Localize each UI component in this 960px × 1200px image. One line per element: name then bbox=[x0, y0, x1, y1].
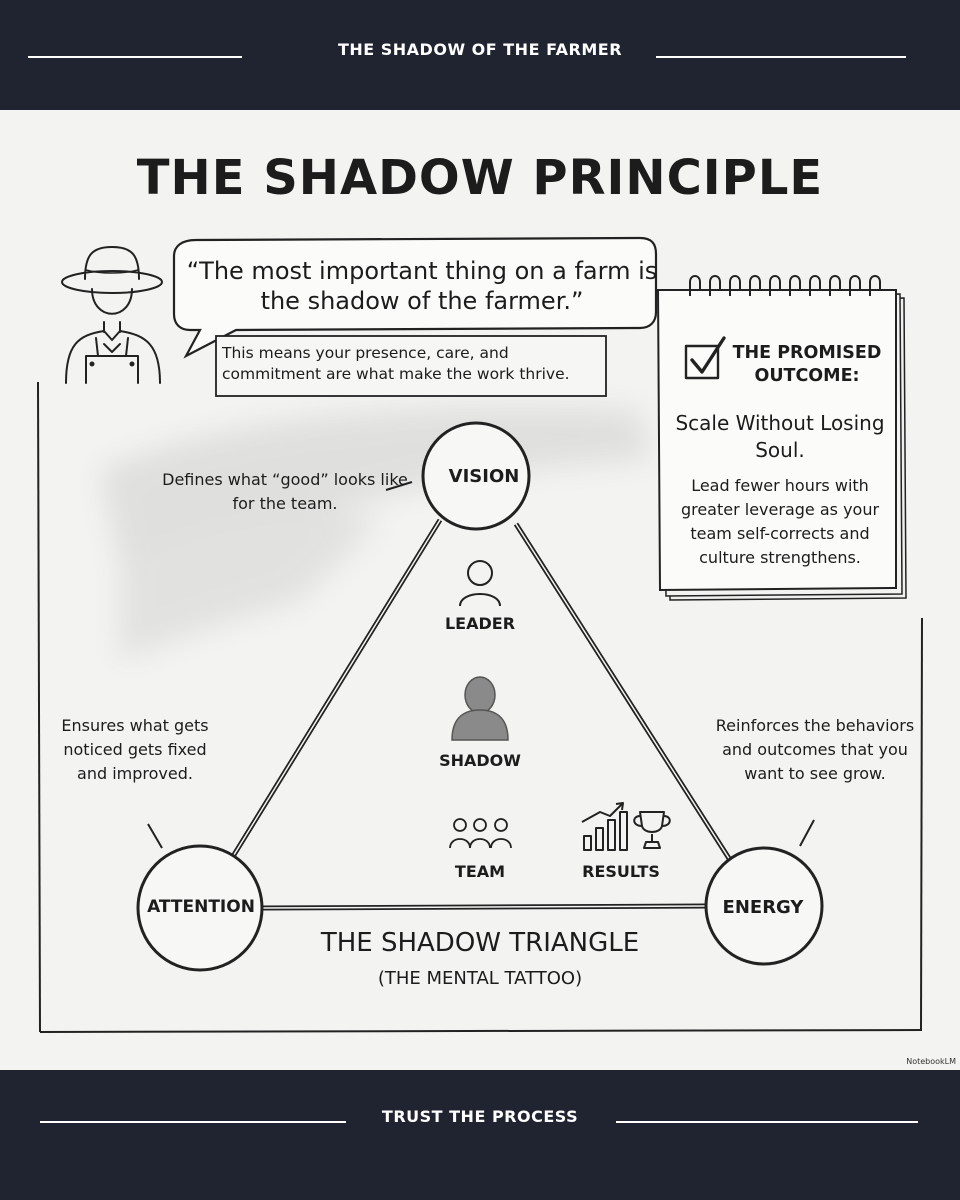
quote-note: This means your presence, care, and comm… bbox=[222, 344, 570, 383]
leader-label: LEADER bbox=[444, 614, 516, 633]
spiral-ring bbox=[809, 275, 821, 296]
spiral-ring bbox=[849, 275, 861, 296]
outcome-detail: Lead fewer hours with greater leverage a… bbox=[680, 476, 880, 567]
results-label: RESULTS bbox=[582, 862, 660, 881]
footer-band bbox=[0, 1070, 960, 1200]
credit-mark: NotebookLM bbox=[906, 1057, 956, 1066]
shadow-person-icon bbox=[451, 676, 509, 741]
energy-note: Reinforces the behaviors and outcomes th… bbox=[715, 716, 915, 783]
quote-note-box bbox=[215, 335, 607, 397]
attention-note: Ensures what gets noticed gets fixed and… bbox=[61, 716, 209, 783]
quote-bubble bbox=[172, 236, 658, 359]
spiral-ring bbox=[789, 275, 801, 296]
quote-text: “The most important thing on a farm is t… bbox=[186, 257, 658, 315]
spiral-ring bbox=[729, 275, 741, 296]
outcome-main: Scale Without Losing Soul. bbox=[675, 411, 885, 462]
results-chart-trophy-icon bbox=[581, 802, 671, 851]
spiral-ring bbox=[769, 275, 781, 296]
vision-note: Defines what “good” looks like for the t… bbox=[162, 470, 408, 513]
footer-title: TRUST THE PROCESS bbox=[381, 1107, 579, 1126]
shadow-label: SHADOW bbox=[439, 751, 521, 770]
attention-node bbox=[136, 844, 264, 972]
footer-rule-left bbox=[40, 1121, 346, 1123]
notebook-spiral-icon bbox=[689, 275, 881, 296]
page-title: THE SHADOW PRINCIPLE bbox=[136, 150, 824, 206]
checkbox-check-icon bbox=[684, 336, 726, 380]
header-title: THE SHADOW OF THE FARMER bbox=[337, 40, 623, 59]
spiral-ring bbox=[829, 275, 841, 296]
team-icon bbox=[449, 818, 512, 849]
farmer-icon bbox=[61, 246, 163, 384]
spiral-ring bbox=[749, 275, 761, 296]
spiral-ring bbox=[709, 275, 721, 296]
team-label: TEAM bbox=[454, 862, 506, 881]
node-circles bbox=[136, 421, 824, 972]
vision-label: VISION bbox=[448, 466, 520, 487]
frame-lines bbox=[37, 381, 923, 1033]
header-band bbox=[0, 0, 960, 110]
vision-node bbox=[421, 421, 531, 531]
footer-rule-right bbox=[616, 1121, 918, 1123]
outcome-heading: THE PROMISED OUTCOME: bbox=[732, 343, 882, 386]
note-connectors bbox=[147, 481, 815, 849]
spiral-ring bbox=[689, 275, 701, 296]
triangle-subtitle: (THE MENTAL TATTOO) bbox=[377, 968, 583, 989]
energy-node bbox=[704, 846, 824, 966]
header-rule-left bbox=[28, 56, 242, 58]
header-rule-right bbox=[656, 56, 906, 58]
energy-label: ENERGY bbox=[722, 897, 804, 918]
spiral-ring bbox=[869, 275, 881, 296]
diagram-art bbox=[37, 236, 923, 1033]
attention-label: ATTENTION bbox=[147, 897, 255, 917]
leader-icon bbox=[459, 560, 501, 607]
triangle-title: THE SHADOW TRIANGLE bbox=[320, 928, 640, 958]
